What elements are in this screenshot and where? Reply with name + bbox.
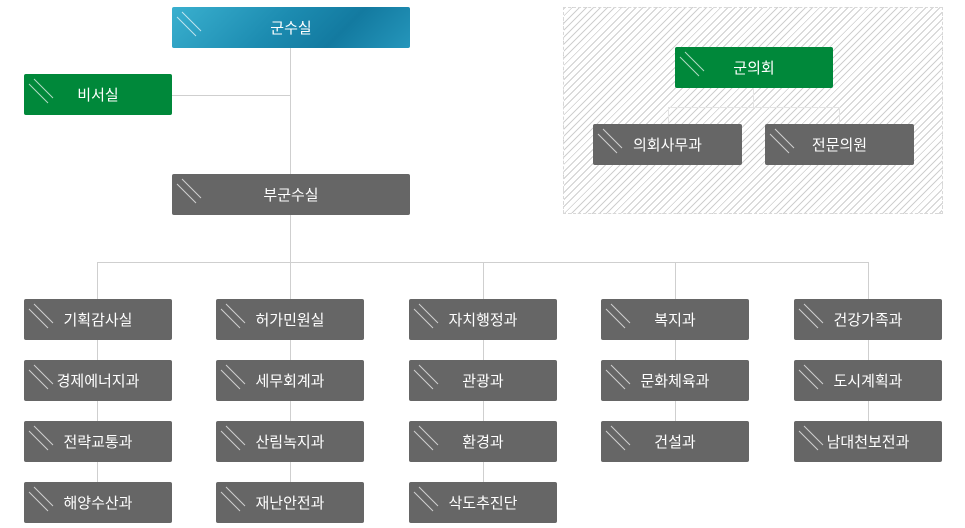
stripe-icon	[220, 425, 246, 451]
department-label: 삭도추진단	[448, 494, 518, 512]
secretary-office-label: 비서실	[77, 86, 119, 104]
department-label: 세무회계과	[255, 372, 325, 390]
department-label: 관광과	[462, 372, 504, 390]
connector-col-5	[868, 262, 869, 422]
stripe-icon	[798, 364, 824, 390]
stripe-icon	[597, 128, 623, 154]
stripe-icon	[176, 178, 202, 204]
connector-trunk	[290, 47, 291, 175]
council-office-box[interactable]: 의회사무과	[593, 124, 742, 165]
department-label: 복지과	[654, 311, 696, 329]
department-box[interactable]: 복지과	[601, 299, 749, 340]
department-box[interactable]: 건설과	[601, 421, 749, 462]
connector-council-left	[668, 107, 669, 125]
connector-deputy-down	[290, 214, 291, 263]
connector-council-down	[753, 87, 754, 108]
department-label: 해양수산과	[63, 494, 133, 512]
department-box[interactable]: 환경과	[409, 421, 557, 462]
department-box[interactable]: 남대천보전과	[794, 421, 942, 462]
department-label: 건강가족과	[833, 311, 903, 329]
department-box[interactable]: 관광과	[409, 360, 557, 401]
deputy-office-label: 부군수실	[263, 186, 319, 204]
stripe-icon	[413, 303, 439, 329]
department-label: 환경과	[462, 433, 504, 451]
council-expert-box[interactable]: 전문의원	[765, 124, 914, 165]
stripe-icon	[176, 11, 202, 37]
department-box[interactable]: 경제에너지과	[24, 360, 172, 401]
department-box[interactable]: 허가민원실	[216, 299, 364, 340]
stripe-icon	[769, 128, 795, 154]
stripe-icon	[28, 486, 54, 512]
department-box[interactable]: 세무회계과	[216, 360, 364, 401]
secretary-office-box[interactable]: 비서실	[24, 74, 172, 115]
stripe-icon	[605, 364, 631, 390]
stripe-icon	[28, 364, 54, 390]
department-label: 남대천보전과	[826, 433, 910, 451]
department-label: 산림녹지과	[255, 433, 325, 451]
stripe-icon	[798, 303, 824, 329]
stripe-icon	[679, 51, 705, 77]
stripe-icon	[220, 364, 246, 390]
deputy-office-box[interactable]: 부군수실	[172, 174, 410, 215]
governor-office-label: 군수실	[270, 19, 312, 37]
stripe-icon	[413, 486, 439, 512]
stripe-icon	[413, 364, 439, 390]
stripe-icon	[605, 303, 631, 329]
connector-secretary	[171, 95, 291, 96]
department-box[interactable]: 기획감사실	[24, 299, 172, 340]
department-label: 기획감사실	[63, 311, 133, 329]
department-box[interactable]: 재난안전과	[216, 482, 364, 523]
council-expert-label: 전문의원	[811, 136, 868, 154]
department-box[interactable]: 문화체육과	[601, 360, 749, 401]
connector-departments-bar	[97, 262, 868, 263]
council-box[interactable]: 군의회	[675, 47, 833, 88]
stripe-icon	[413, 425, 439, 451]
council-office-label: 의회사무과	[632, 136, 702, 154]
stripe-icon	[798, 425, 824, 451]
stripe-icon	[28, 303, 54, 329]
governor-office-box[interactable]: 군수실	[172, 7, 410, 48]
department-box[interactable]: 삭도추진단	[409, 482, 557, 523]
council-panel	[563, 7, 943, 214]
department-label: 전략교통과	[63, 433, 133, 451]
stripe-icon	[220, 486, 246, 512]
department-box[interactable]: 산림녹지과	[216, 421, 364, 462]
department-label: 도시계획과	[833, 372, 903, 390]
stripe-icon	[605, 425, 631, 451]
connector-council-bar	[668, 107, 840, 108]
department-label: 경제에너지과	[56, 372, 140, 390]
council-label: 군의회	[733, 59, 775, 77]
department-box[interactable]: 건강가족과	[794, 299, 942, 340]
department-label: 문화체육과	[640, 372, 710, 390]
department-label: 재난안전과	[255, 494, 325, 512]
department-box[interactable]: 자치행정과	[409, 299, 557, 340]
department-box[interactable]: 전략교통과	[24, 421, 172, 462]
connector-council-right	[839, 107, 840, 125]
stripe-icon	[220, 303, 246, 329]
department-label: 허가민원실	[255, 311, 325, 329]
department-box[interactable]: 도시계획과	[794, 360, 942, 401]
department-label: 건설과	[654, 433, 696, 451]
connector-col-4	[675, 262, 676, 422]
department-box[interactable]: 해양수산과	[24, 482, 172, 523]
department-label: 자치행정과	[448, 311, 518, 329]
stripe-icon	[28, 425, 54, 451]
stripe-icon	[28, 78, 54, 104]
